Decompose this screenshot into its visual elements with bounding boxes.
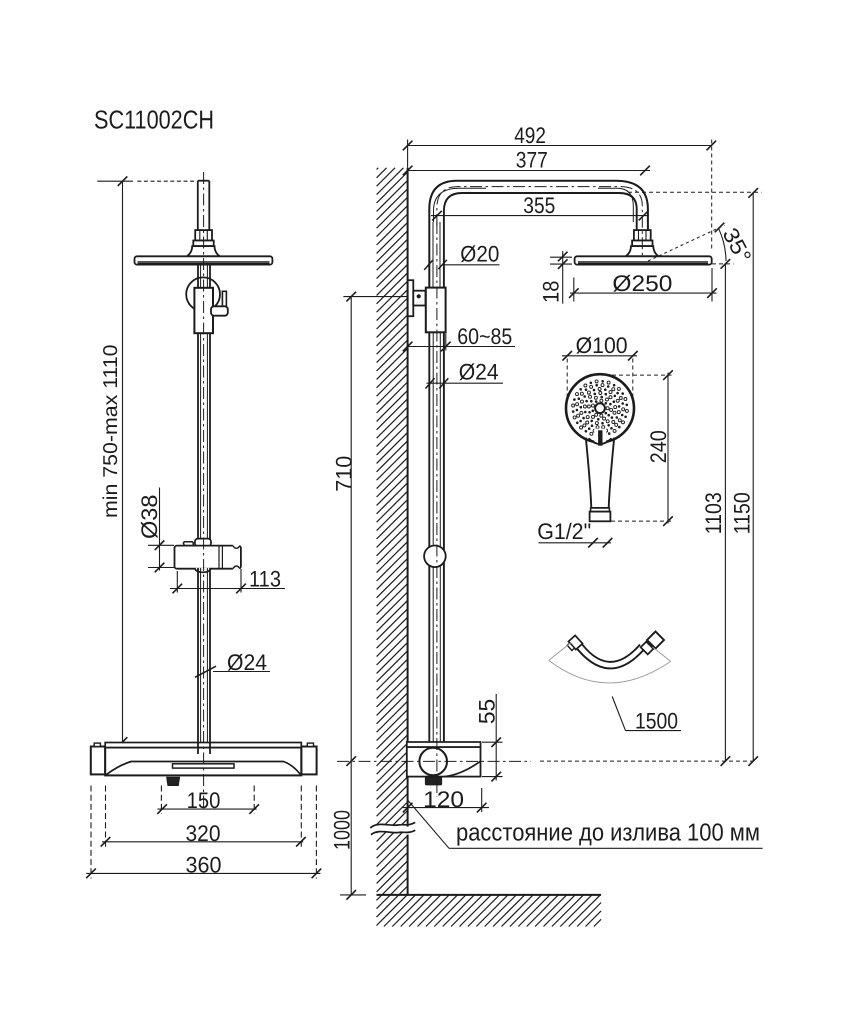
svg-text:Ø20: Ø20 <box>460 242 499 267</box>
svg-text:Ø250: Ø250 <box>612 271 672 296</box>
svg-text:SC11002CH: SC11002CH <box>94 105 214 135</box>
svg-text:1000: 1000 <box>330 810 355 850</box>
svg-text:377: 377 <box>516 148 548 173</box>
svg-text:240: 240 <box>646 430 671 463</box>
svg-text:18: 18 <box>539 281 564 303</box>
svg-text:Ø24: Ø24 <box>227 650 267 675</box>
svg-text:710: 710 <box>331 456 356 492</box>
svg-text:G1/2": G1/2" <box>537 519 591 544</box>
svg-text:355: 355 <box>523 193 555 218</box>
svg-text:расстояние до излива 100 мм: расстояние до излива 100 мм <box>456 820 760 847</box>
svg-text:Ø38: Ø38 <box>137 495 162 540</box>
svg-text:1103: 1103 <box>701 492 726 534</box>
svg-text:1150: 1150 <box>730 492 755 534</box>
svg-text:Ø24: Ø24 <box>459 360 499 385</box>
svg-text:1500: 1500 <box>635 709 678 734</box>
svg-text:492: 492 <box>514 123 546 148</box>
svg-text:min 750-max 1110: min 750-max 1110 <box>100 345 122 519</box>
svg-text:120: 120 <box>423 787 464 812</box>
svg-text:60~85: 60~85 <box>457 324 512 349</box>
svg-text:Ø100: Ø100 <box>576 333 628 358</box>
svg-text:113: 113 <box>249 567 281 592</box>
svg-text:150: 150 <box>187 788 221 813</box>
svg-text:360: 360 <box>186 852 222 877</box>
svg-text:320: 320 <box>186 821 221 846</box>
svg-text:55: 55 <box>475 699 500 724</box>
